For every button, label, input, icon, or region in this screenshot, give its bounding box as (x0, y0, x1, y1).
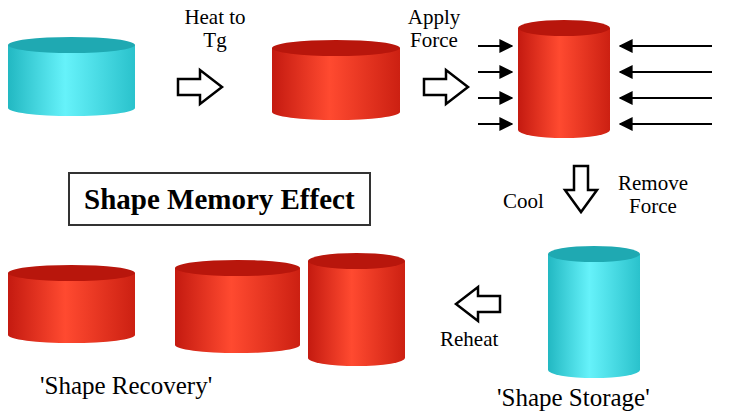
cylinder (8, 37, 135, 116)
step-label: Heat to Tg (180, 6, 250, 52)
cylinder (8, 265, 135, 343)
cylinder (308, 253, 405, 366)
cylinder (175, 260, 300, 353)
process-arrow (424, 70, 468, 104)
process-arrow (456, 287, 500, 321)
stage-caption: 'Shape Recovery' (40, 372, 212, 400)
process-arrow (178, 70, 222, 104)
stage-caption: 'Shape Storage' (497, 384, 650, 412)
step-label: Reheat (440, 328, 498, 351)
cylinder (272, 40, 400, 120)
process-arrow (565, 166, 597, 212)
step-label: Cool (503, 190, 544, 213)
step-label: Apply Force (392, 6, 476, 52)
title-box: Shape Memory Effect (68, 172, 371, 226)
force-arrows (478, 46, 712, 124)
cylinder (548, 246, 640, 378)
step-label: Remove Force (598, 172, 708, 218)
cylinder (518, 20, 610, 138)
box-title: Shape Memory Effect (84, 182, 355, 216)
